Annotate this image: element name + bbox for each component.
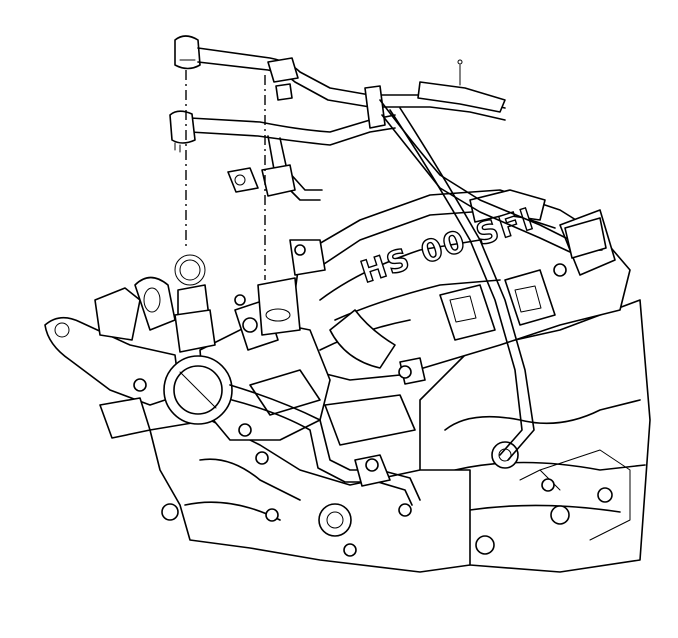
lower-fuel-lines xyxy=(229,357,426,506)
fuel-line-assembly xyxy=(169,35,607,461)
alignment-lines xyxy=(185,70,266,280)
lower-casting xyxy=(149,419,471,573)
intake-manifold: HS 00 SFI xyxy=(289,189,631,381)
mounting-bracket xyxy=(44,276,181,521)
bolt xyxy=(234,244,567,492)
engine-block xyxy=(419,299,651,573)
fuel-injector-connector xyxy=(174,254,216,353)
